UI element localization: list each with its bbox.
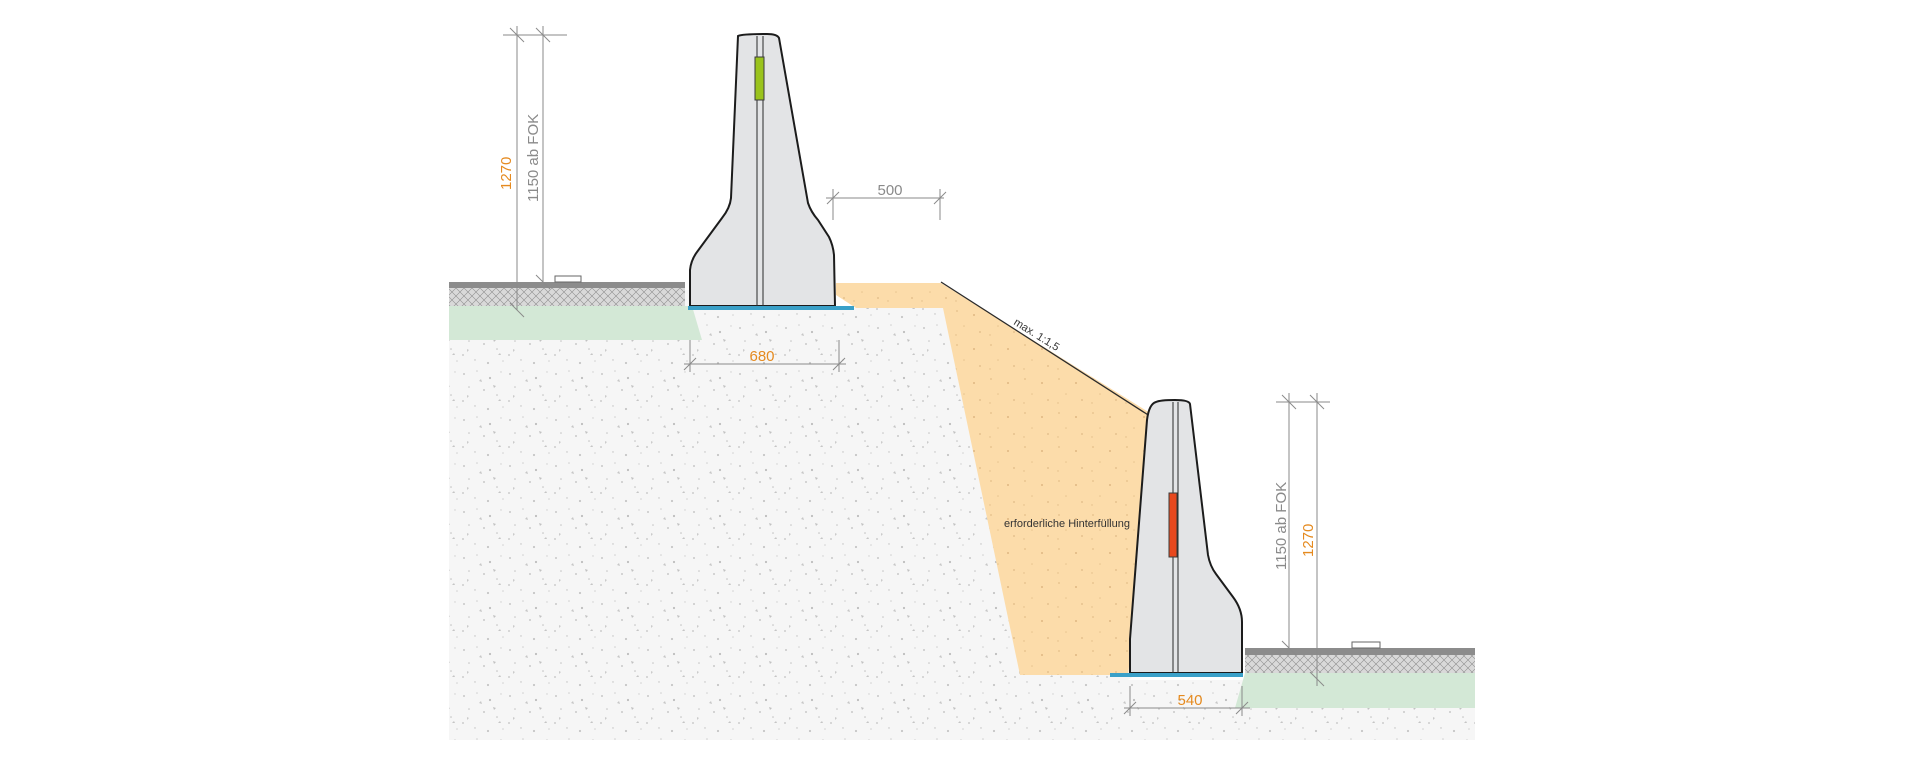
top-pavement-subbase	[449, 288, 685, 306]
bottom-height-fok-label: 1150 ab FOK	[1273, 482, 1290, 570]
top-offset-label: 500	[877, 182, 902, 199]
bottom-base-strip	[1110, 673, 1243, 677]
top-concrete-element	[689, 32, 837, 307]
bottom-height-total-label: 1270	[1300, 524, 1317, 557]
top-base-strip	[688, 306, 854, 310]
bottom-pavement-surface	[1245, 648, 1475, 655]
bottom-concrete-element	[1129, 398, 1243, 674]
bottom-drain-cover	[1351, 641, 1381, 649]
bottom-turf	[1235, 673, 1475, 708]
backfill-label: erforderliche Hinterfüllung	[1004, 518, 1130, 530]
bottom-pavement-subbase	[1245, 655, 1475, 673]
top-height-dimension-lines	[503, 26, 567, 318]
backfill-area	[836, 283, 1158, 675]
slope-line	[940, 281, 1157, 421]
top-height-fok-label: 1150 ab FOK	[525, 114, 542, 202]
top-base-width-label: 680	[749, 348, 774, 365]
ground-fill	[449, 290, 1475, 740]
bottom-base-width-label: 540	[1177, 692, 1202, 709]
top-offset-dimension-lines	[826, 189, 947, 220]
top-height-total-label: 1270	[498, 157, 515, 190]
top-turf	[449, 306, 702, 340]
bottom-base-width-dimension-lines	[1123, 686, 1250, 716]
top-base-width-dimension-lines	[683, 340, 846, 372]
bottom-reflector-marker	[1168, 492, 1178, 558]
top-drain-cover	[554, 275, 582, 283]
bottom-height-dimension-lines	[1276, 393, 1330, 687]
top-pavement-surface	[449, 282, 685, 288]
top-reflector-marker	[754, 56, 765, 101]
